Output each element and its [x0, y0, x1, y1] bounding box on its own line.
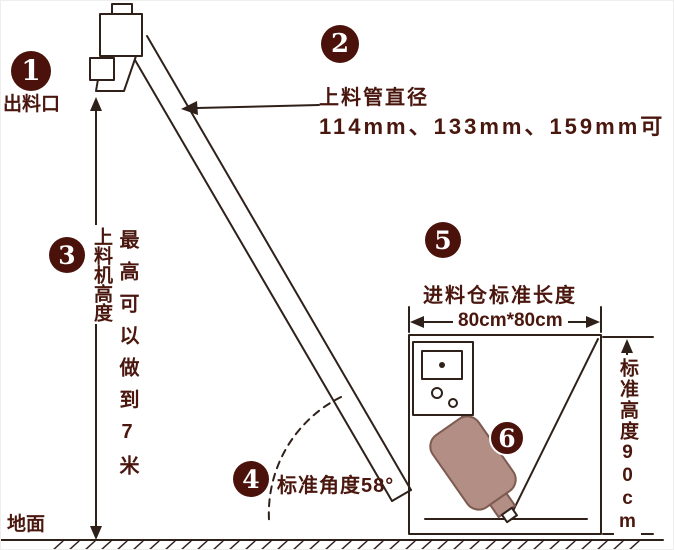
pipe-pointer-arrow [181, 101, 320, 115]
outlet-label: 出料口 [3, 94, 61, 115]
badge-4: 4 [233, 461, 269, 497]
control-panel [412, 341, 474, 416]
badge-6: 6 [489, 420, 525, 456]
badge-1: 1 [11, 51, 51, 91]
discharge-head [89, 3, 143, 92]
badge-3: 3 [49, 237, 85, 273]
angle-arc [267, 396, 342, 521]
feeder-height-label: 上料机高度 [87, 225, 116, 324]
hopper-height-label: 标准高度90cm [614, 355, 641, 537]
hopper-length-title: 进料仓标准长度 [423, 285, 577, 307]
ground-label: 地面 [7, 514, 46, 535]
pipe-diameter-sizes: 114mm、133mm、159mm可 [319, 114, 666, 139]
angle-label: 标准角度58° [277, 475, 395, 497]
ground-hatching [53, 540, 640, 549]
badge-5: 5 [425, 222, 461, 258]
hopper-size-value: 80cm*80cm [453, 310, 568, 332]
pipe-diameter-title: 上料管直径 [319, 87, 429, 109]
feeder-height-note: 最高可以做到7米 [116, 229, 138, 487]
badge-2: 2 [321, 25, 359, 63]
